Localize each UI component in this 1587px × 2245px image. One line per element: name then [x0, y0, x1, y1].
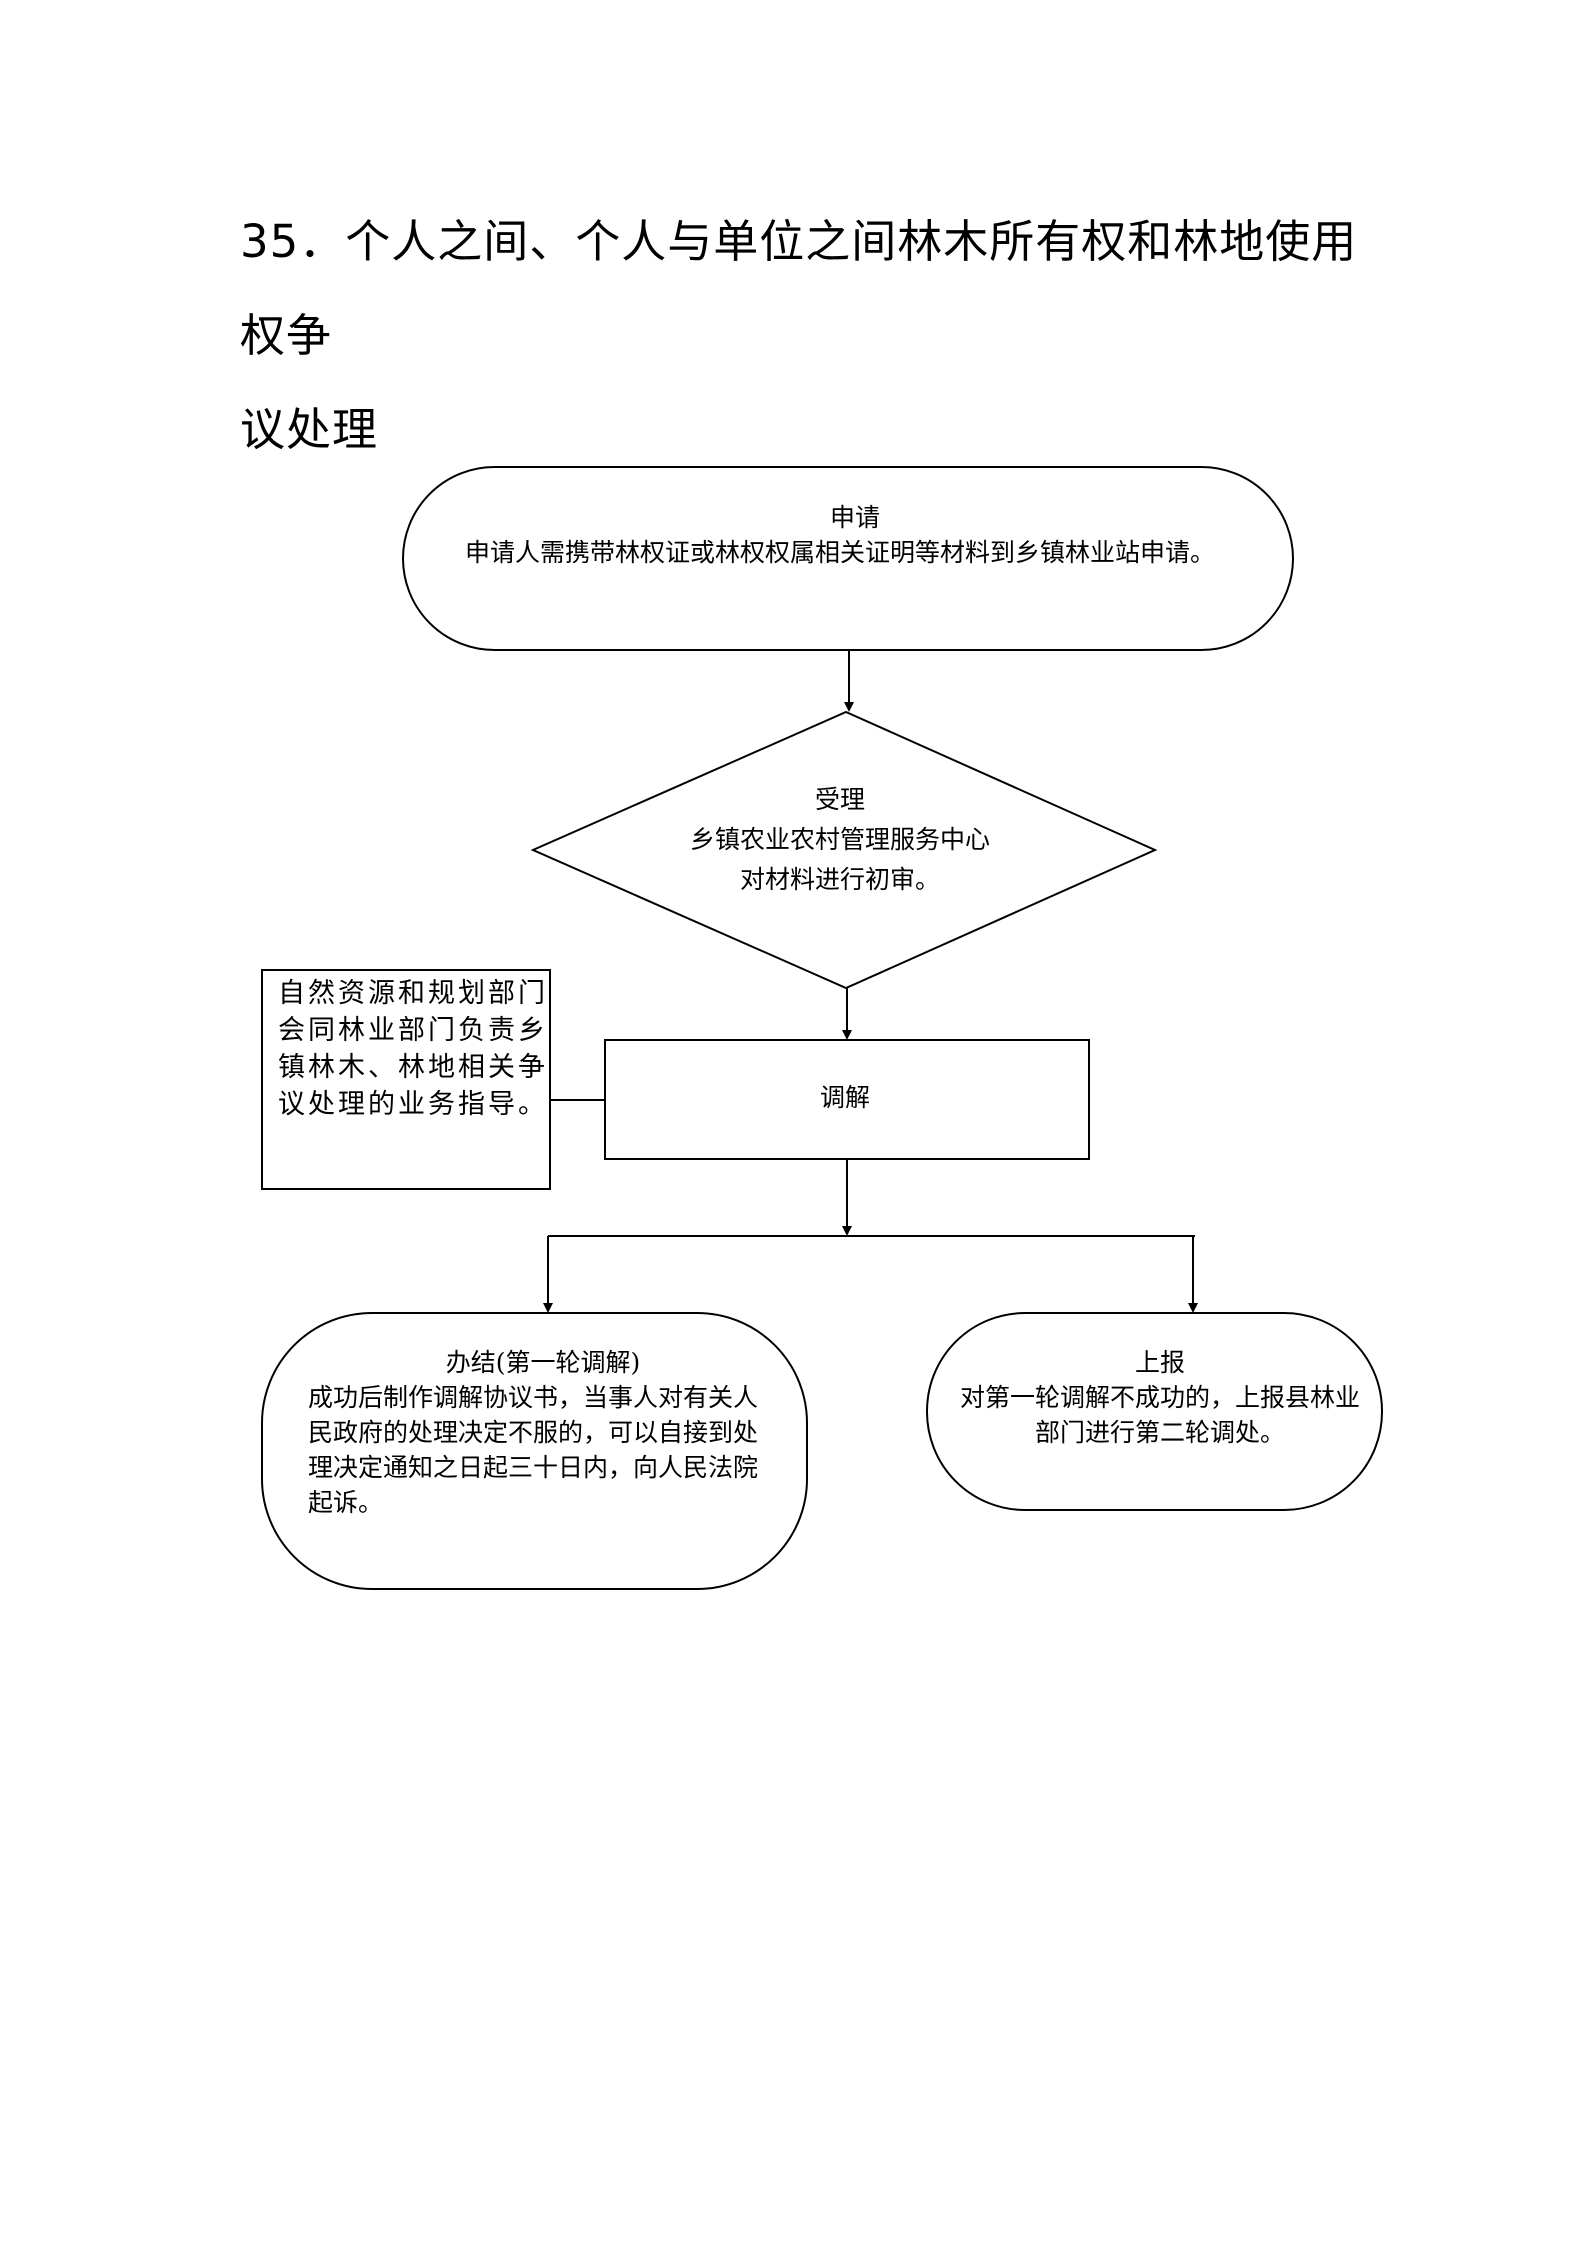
mediate-process-shape: [604, 1039, 1090, 1160]
close-terminal-shape: [261, 1312, 808, 1590]
page-title-line-1: 35．个人之间、个人与单位之间林木所有权和林地使用权争: [240, 215, 1358, 362]
report-heading: 上报: [1134, 1348, 1185, 1377]
close-heading: 办结(第一轮调解): [445, 1348, 641, 1377]
guide-node: 自然资源和规划部门会同林业部门负责乡镇林木、林地相关争议处理的业务指导。: [278, 975, 548, 1123]
guide-body: 自然资源和规划部门会同林业部门负责乡镇林木、林地相关争议处理的业务指导。: [278, 978, 548, 1120]
mediate-heading: 调解: [819, 1083, 870, 1112]
close-node: 办结(第一轮调解) 成功后制作调解协议书，当事人对有关人民政府的处理决定不服的，…: [308, 1345, 778, 1520]
accept-node: 受理 乡镇农业农村管理服务中心对材料进行初审。: [680, 780, 1000, 900]
mediate-node: 调解: [605, 1040, 1085, 1155]
report-terminal-shape: [926, 1312, 1383, 1511]
report-body: 对第一轮调解不成功的，上报县林业部门进行第二轮调处。: [960, 1383, 1361, 1447]
apply-node: 申请 申请人需携带林权证或林权权属相关证明等材料到乡镇林业站申请。: [465, 500, 1245, 570]
accept-heading: 受理: [814, 785, 865, 814]
guide-note-shape: [261, 969, 551, 1190]
close-body: 成功后制作调解协议书，当事人对有关人民政府的处理决定不服的，可以自接到处理决定通…: [308, 1383, 759, 1517]
apply-heading: 申请: [829, 503, 880, 532]
page-title-line-2: 议处理: [240, 403, 379, 456]
report-node: 上报 对第一轮调解不成功的，上报县林业部门进行第二轮调处。: [960, 1345, 1360, 1450]
accept-body: 乡镇农业农村管理服务中心对材料进行初审。: [689, 825, 990, 894]
page-title: 35．个人之间、个人与单位之间林木所有权和林地使用权争 议处理: [240, 195, 1360, 477]
apply-body: 申请人需携带林权证或林权权属相关证明等材料到乡镇林业站申请。: [465, 538, 1216, 567]
